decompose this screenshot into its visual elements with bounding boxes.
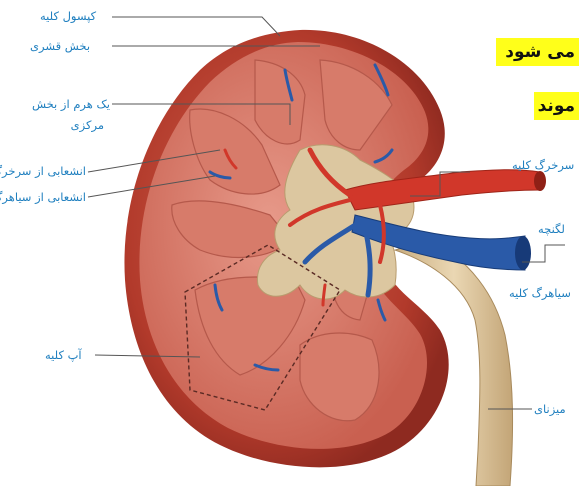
highlight-line2: موند: [534, 92, 579, 120]
renal-vein-end: [515, 236, 531, 270]
label-vein-branch: انشعابی از سیاهرگ: [0, 190, 86, 205]
label-pelvis: لگنچه: [538, 222, 579, 237]
label-renal-artery: سرخرگ کلیه: [512, 158, 579, 173]
label-pyramid-line2: مرکزی: [4, 118, 104, 133]
label-cortex: بخش قشری: [30, 39, 90, 54]
label-renal-vein: سیاهرگ کلیه: [509, 286, 579, 301]
label-ureter: میزنای: [534, 402, 579, 417]
label-pyramid-line1: یک هرم از بخش: [4, 97, 110, 112]
highlight-line1: می شود: [496, 38, 579, 66]
label-lobe: آپ کلیه: [45, 348, 82, 363]
renal-artery-end: [534, 171, 546, 191]
label-artery-branch: انشعابی از سرخرگ: [0, 164, 86, 179]
label-capsule: کپسول کلیه: [40, 9, 96, 24]
